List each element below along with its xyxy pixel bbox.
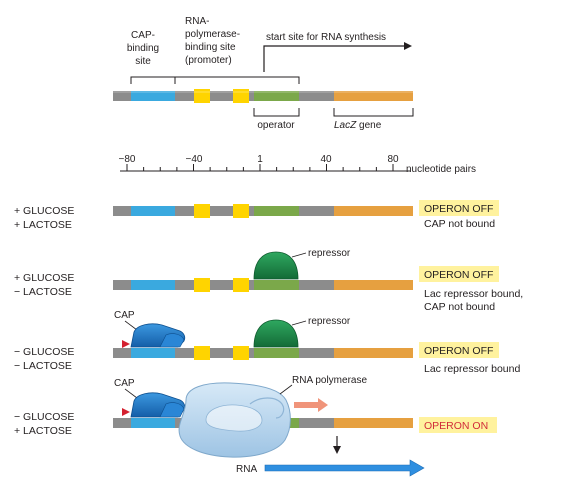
tick-label-40: 40: [320, 154, 332, 165]
row3-cap-leader: [124, 320, 138, 331]
tick-label-minus80: −80: [119, 154, 136, 165]
row3-status-highlight: [419, 342, 499, 358]
top-dna-bar: [113, 89, 413, 103]
lacz-bracket: [333, 108, 414, 117]
row3-condition-2: − LACTOSE: [14, 360, 72, 372]
row4-cap-label: CAP: [114, 378, 135, 389]
row4-transcription-direction-arrow: [294, 398, 328, 412]
row3-repressor-shape: [253, 319, 299, 348]
row1-status-highlight: [419, 200, 499, 216]
start-site-arrow: [263, 42, 412, 72]
row2-status: OPERON OFF: [424, 269, 493, 281]
cap-site-label-line2: binding: [127, 43, 159, 54]
row4-rna-polymerase-shape: [178, 382, 291, 458]
rnap-site-label-line3: binding site: [185, 42, 236, 53]
row2-dna-bar: [113, 278, 413, 292]
start-site-label: start site for RNA synthesis: [266, 32, 386, 43]
cap-site-label-line3: site: [135, 56, 151, 67]
row3-repressor-leader: [291, 320, 307, 326]
operator-label: operator: [257, 120, 295, 131]
row4-rna-label: RNA: [236, 464, 257, 475]
row2-note-2: CAP not bound: [424, 301, 495, 313]
row2-condition-2: − LACTOSE: [14, 286, 72, 298]
row3-dna-bar: [113, 346, 413, 360]
row4-rnap-leader: [279, 384, 293, 395]
row4-condition-1: − GLUCOSE: [14, 411, 74, 423]
nucleotide-scale: −80 −40 1 40 80 nucleotide pairs: [119, 154, 477, 175]
row3-status: OPERON OFF: [424, 345, 493, 357]
cap-site-bracket: [130, 76, 176, 84]
row1-status: OPERON OFF: [424, 203, 493, 215]
row4-status-highlight: [419, 417, 497, 433]
tick-label-minus40: −40: [186, 154, 203, 165]
tick-label-80: 80: [387, 154, 399, 165]
row3-repressor-label: repressor: [308, 316, 351, 327]
row1-condition-1: + GLUCOSE: [14, 205, 74, 217]
row2-repressor-leader: [291, 252, 307, 258]
row-glucose-plus-lactose-plus: + GLUCOSE + LACTOSE OPERON OFF CAP not b…: [14, 200, 499, 231]
row4-cap-leader: [124, 388, 138, 399]
promoter-bracket: [174, 76, 300, 84]
top-dna-map: CAP- binding site RNA- polymerase- bindi…: [113, 16, 414, 131]
rnap-site-label-line2: polymerase-: [185, 29, 240, 40]
row-glucose-minus-lactose-plus: − GLUCOSE + LACTOSE CAP RNA polymerase R…: [14, 375, 497, 477]
row4-condition-2: + LACTOSE: [14, 425, 72, 437]
row1-condition-2: + LACTOSE: [14, 219, 72, 231]
row2-status-highlight: [419, 266, 499, 282]
operator-bracket: [253, 108, 300, 117]
row3-cap-shape-lobe: [159, 333, 185, 348]
scale-unit-label: nucleotide pairs: [406, 164, 476, 175]
row3-camp-signal-icon: [122, 340, 130, 348]
row2-condition-1: + GLUCOSE: [14, 272, 74, 284]
row4-rnap-label: RNA polymerase: [292, 375, 367, 386]
rnap-site-label-line4: (promoter): [185, 55, 232, 66]
row4-camp-signal-icon: [122, 408, 130, 416]
row3-condition-1: − GLUCOSE: [14, 346, 74, 358]
row4-rna-arrow: [264, 459, 425, 477]
row2-note-1: Lac repressor bound,: [424, 288, 523, 300]
row1-note-1: CAP not bound: [424, 218, 495, 230]
scale-ticks: [126, 164, 394, 171]
row3-note-1: Lac repressor bound: [424, 363, 520, 375]
row3-cap-label: CAP: [114, 310, 135, 321]
row2-repressor-label: repressor: [308, 248, 351, 259]
row-glucose-plus-lactose-minus: + GLUCOSE − LACTOSE repressor OPERON OFF…: [14, 248, 523, 313]
row2-repressor-shape: [253, 251, 299, 280]
lacz-label: LacZ gene: [334, 120, 382, 131]
rnap-site-label-line1: RNA-: [185, 16, 209, 27]
tick-label-1: 1: [257, 154, 263, 165]
row4-cap-shape-lobe: [159, 402, 185, 418]
row4-status: OPERON ON: [424, 420, 488, 432]
row-glucose-minus-lactose-minus: − GLUCOSE − LACTOSE CAP repressor OPERON…: [14, 310, 520, 375]
row1-dna-bar: [113, 204, 413, 218]
cap-site-label-line1: CAP-: [131, 30, 155, 41]
